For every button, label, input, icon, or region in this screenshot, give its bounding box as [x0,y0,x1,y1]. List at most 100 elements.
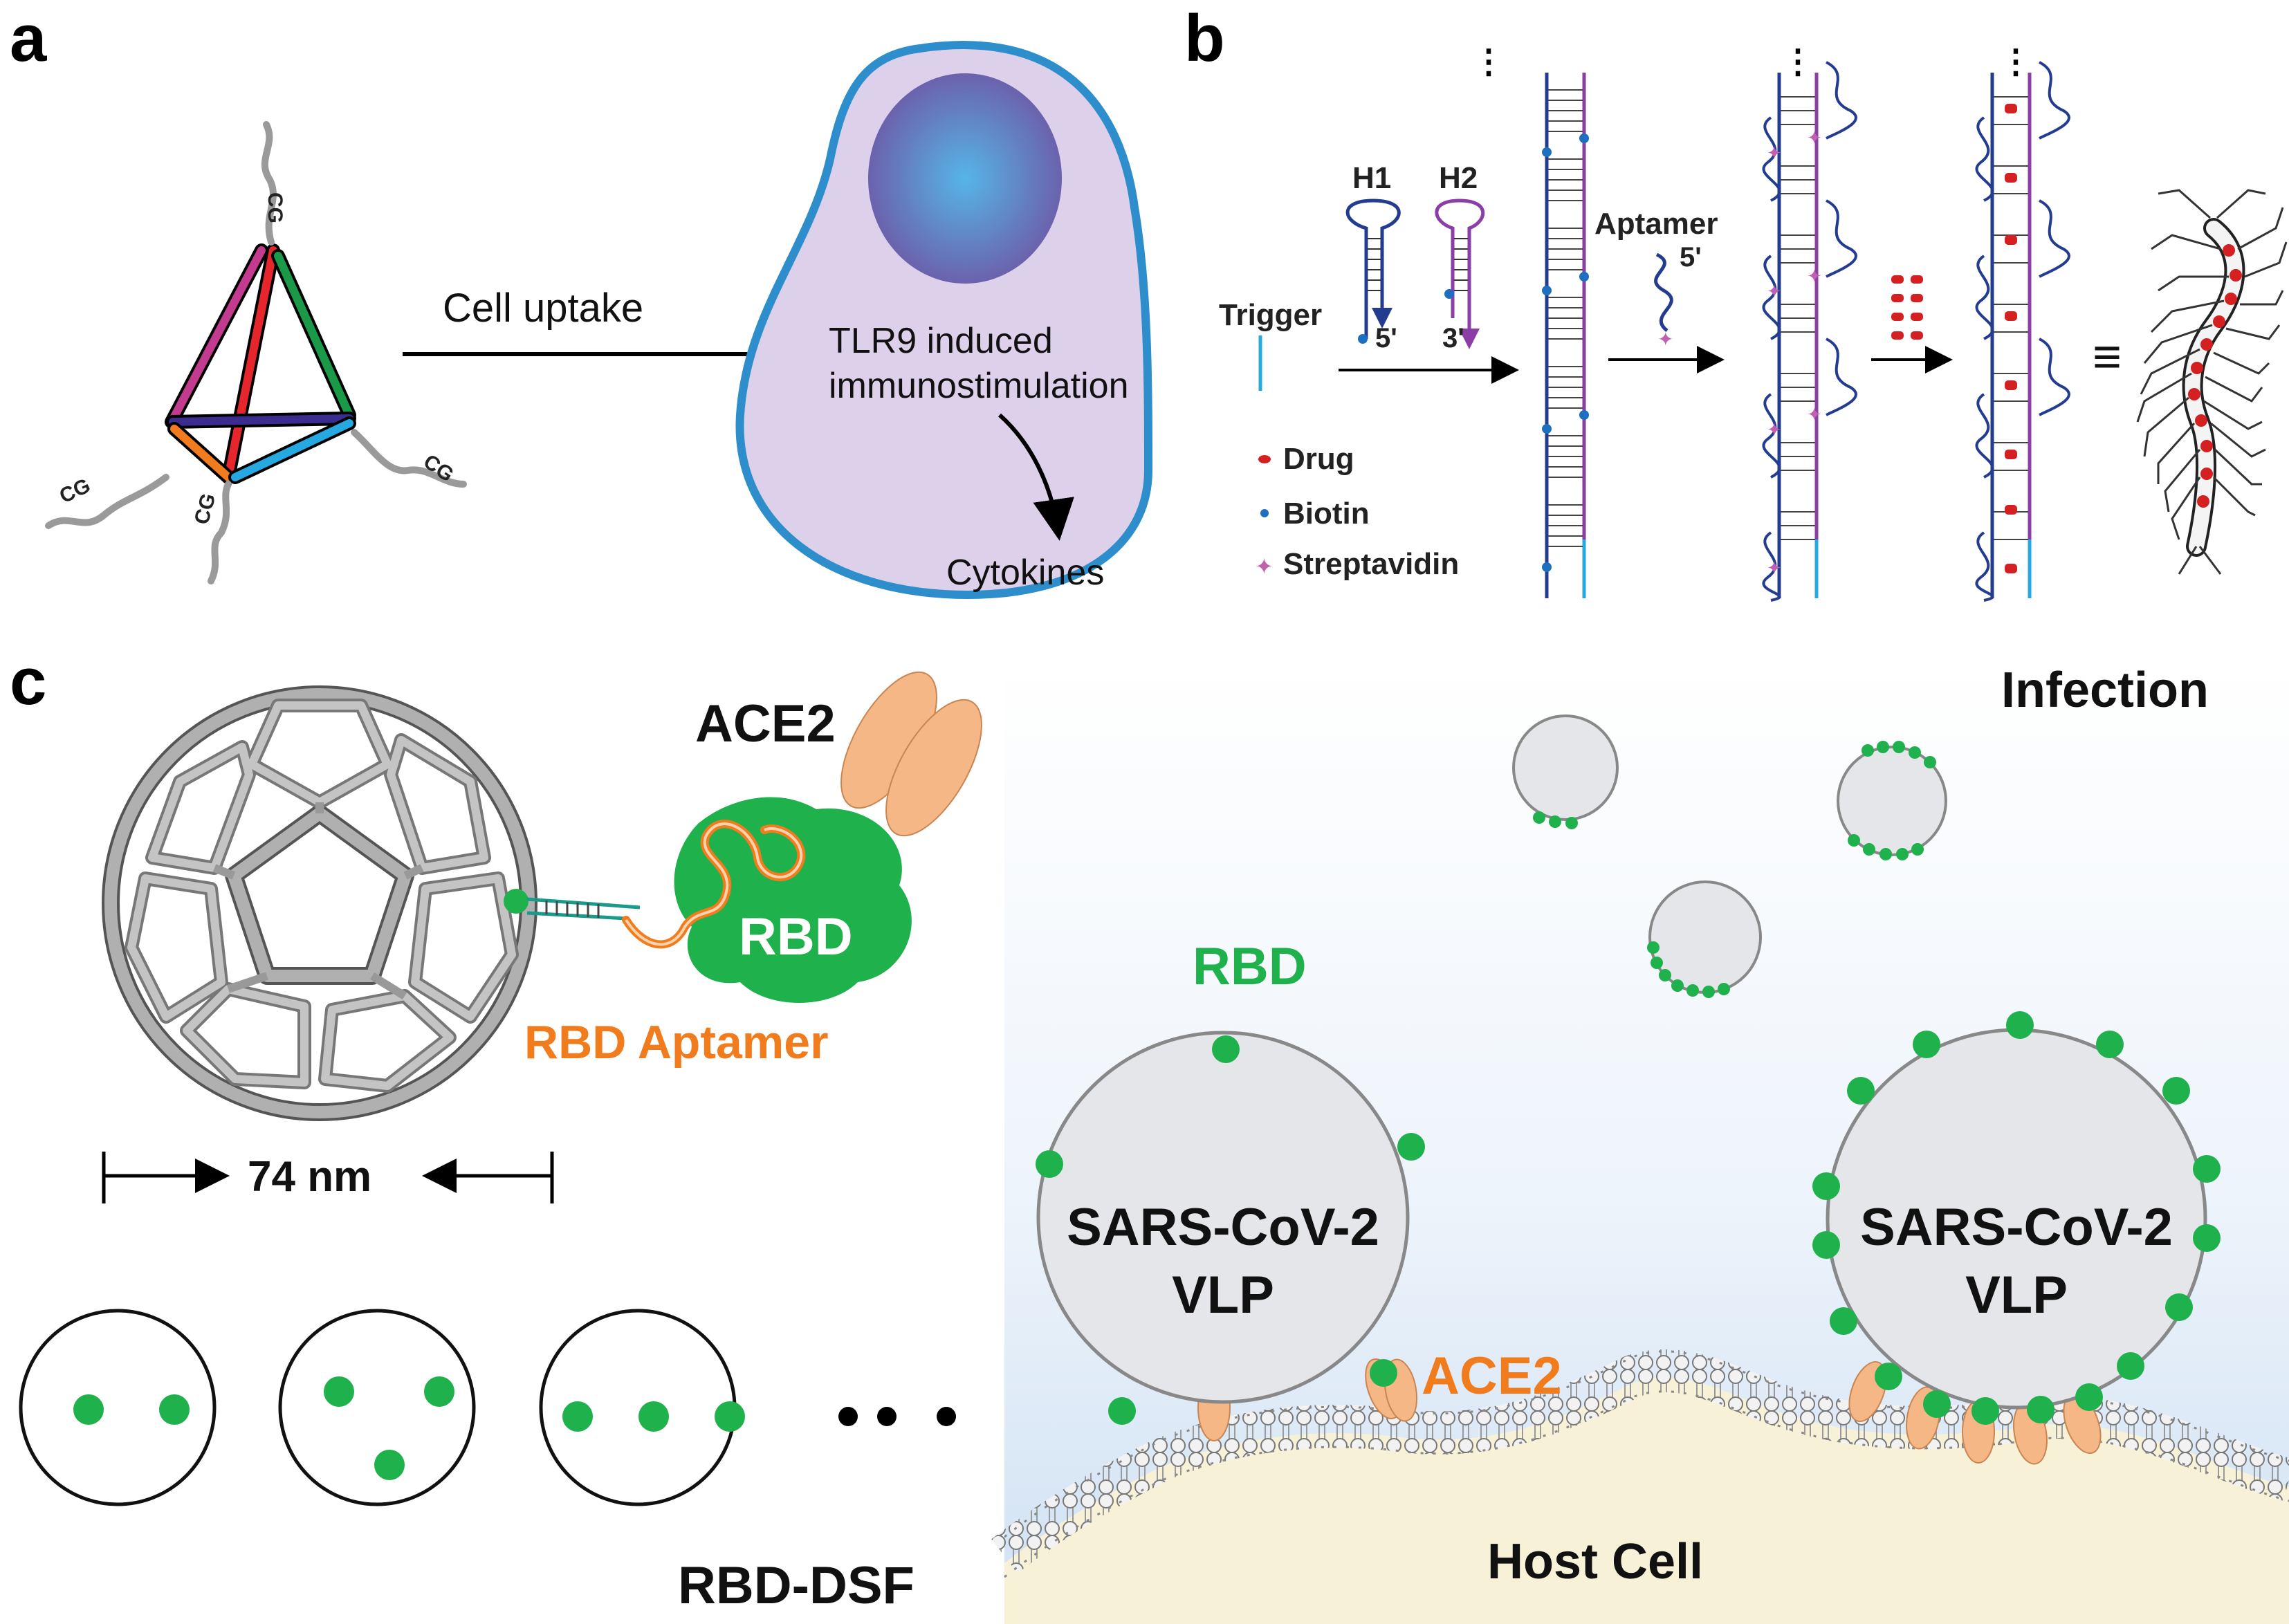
intercalated-drug-marks [2005,104,2017,573]
legend-drug-label: Drug [1283,442,1354,476]
panel-b: b H1 H2 5' 3' Trigger [1184,1,2288,602]
dna-tetrahedron [165,243,356,484]
aptamer-five-prime-label: 5' [1680,242,1702,273]
cg-label-left: CG [56,474,94,508]
hairpin-h2-rungs [1454,238,1468,291]
infection-scene: Infection Host Cell [991,661,2289,1624]
tetra-edge-red [224,246,277,481]
hcr-ladder-3: ⋮ [1975,44,2070,602]
hairpin-h2 [1435,199,1485,349]
h2-label: H2 [1439,161,1478,195]
linker-rungs [545,901,600,918]
tetra-edge-cyan [231,419,353,481]
legend-drug-swatch [1258,455,1271,463]
svg-text:✦: ✦ [1767,557,1782,578]
rbd-dsf-variants [19,1309,956,1506]
three-prime-label: 3' [1442,323,1464,353]
drug-molecules-icon [1891,275,1923,340]
tetra-edge-orange [170,425,232,481]
ace2-top-label: ACE2 [695,694,836,753]
h1-biotin-dot [1358,334,1368,344]
svg-text:✦: ✦ [1807,127,1822,148]
panel-a: a CG CG CG CG Cell uptake [10,1,1153,600]
rbd-dot [562,1401,593,1432]
cell-text-line1: TLR9 induced [829,321,1053,361]
h1-label: H1 [1352,161,1391,195]
centipede-segments [2188,244,2242,508]
small-vlp-rbds [1533,811,1578,829]
vlp-left-rbds [1036,1035,1425,1425]
rbd-label: RBD [1193,937,1307,996]
ladder-rungs [1781,96,1815,540]
cpg-tail-right [351,429,467,488]
aptamer-anchor-dot [504,889,528,914]
continuation-dots-icon: ⋮ [1781,44,1814,80]
bound-streptavidin-icons: ✦✦✦ ✦✦✦✦ [1767,127,1822,578]
dna-fullerene-cage [102,685,537,1121]
panel-c: c [10,645,2289,1624]
legend-b: Drug Biotin ✦ Streptavidin [1255,442,1459,581]
tetra-edge-green [274,252,353,419]
small-vlp [1837,746,1947,856]
vlp-left-body [1036,1031,1410,1404]
cell-nucleus [868,73,1062,284]
scale-bar [102,1152,554,1203]
legend-biotin-swatch [1260,509,1269,517]
cg-label-top: CG [264,192,286,223]
vlp-right-line2: VLP [1965,1266,2068,1325]
vlp-left: SARS-CoV-2 VLP [1036,1031,1425,1441]
rbd-dot [638,1401,669,1432]
small-vlp-rbds [1647,941,1730,998]
rbd-dot [159,1394,190,1425]
bound-aptamer-strands [1975,61,2070,602]
svg-text:✦: ✦ [1767,281,1782,302]
vlp-right-line1: SARS-CoV-2 [1860,1198,2173,1257]
ace2-subunit-2 [885,699,982,837]
equivalence-symbol: ≡ [2093,329,2122,385]
legend-streptavidin-label: Streptavidin [1283,547,1459,581]
hairpin-h1-strand [1345,199,1401,339]
aptamer-streptavidin-icon: ✦ [1657,329,1673,350]
rbd-dsf-label: RBD-DSF [678,1556,914,1615]
rbd-aptamer-label: RBD Aptamer [524,1016,829,1069]
continuation-dots-icon: ⋮ [1999,44,2032,80]
panel-a-letter: a [10,1,47,75]
rbd-dot [715,1401,745,1432]
hairpin-h1 [1345,199,1401,344]
host-cell-label: Host Cell [1487,1534,1703,1589]
aptamer-label: Aptamer [1594,207,1718,241]
vlp-left-line2: VLP [1172,1266,1274,1325]
rbd-in-blob-label: RBD [739,907,853,966]
dsf-three-rbd-triangle [278,1309,476,1506]
svg-text:✦: ✦ [1807,266,1822,286]
rbd-dot [424,1376,454,1407]
cell-text-line2: immunostimulation [829,366,1129,406]
hcr-ladder-2: ⋮ ✦ ✦ ✦ [1762,44,1857,602]
cpg-tail-bottom [208,481,232,584]
centipede-legs [2136,189,2288,575]
hairpin-h2-strand [1435,199,1485,349]
rbd-dot [324,1376,354,1407]
svg-text:✦: ✦ [1767,419,1782,440]
tetra-edge-indigo [169,414,353,426]
continuation-dots-icon: ⋮ [1472,44,1505,80]
small-vlp [1512,714,1619,821]
cytokine-arrow [998,413,1074,541]
dsf-two-rbd [19,1309,217,1506]
centipede-icon [2136,189,2288,575]
cpg-tails [45,121,467,584]
ladder-biotin-dots [1542,133,1589,572]
streptavidin-star-icon: ✦ [1255,554,1274,579]
panel-b-letter: b [1184,1,1225,75]
h2-biotin-dot [1444,289,1454,299]
panel-c-letter: c [10,645,46,719]
tetra-edge-magenta [167,246,266,426]
aptamer-strand [1654,252,1673,332]
rbd-protein [674,797,912,1003]
ellipsis-dot [877,1407,897,1426]
vlp-right: SARS-CoV-2 VLP [1812,1011,2221,1465]
five-prime-label: 5' [1375,323,1397,353]
svg-text:✦: ✦ [1807,404,1822,425]
vlp-left-line1: SARS-CoV-2 [1067,1198,1379,1257]
